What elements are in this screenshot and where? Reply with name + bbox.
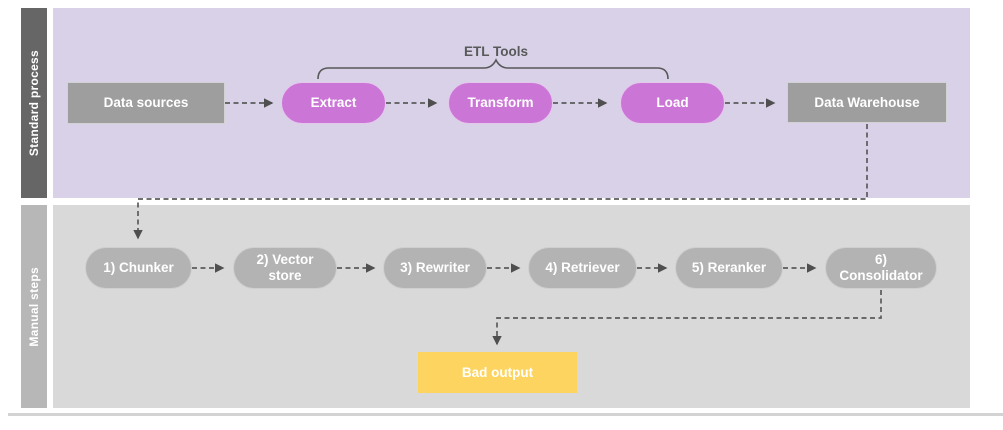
node-rewriter: 3) Rewriter — [383, 247, 487, 289]
node-retriever: 4) Retriever — [528, 247, 637, 289]
lane-header-standard-process: Standard process — [21, 8, 47, 198]
node-reranker: 5) Reranker — [675, 247, 783, 289]
node-transform: Transform — [448, 82, 553, 124]
node-load: Load — [620, 82, 725, 124]
node-extract: Extract — [281, 82, 386, 124]
lane-label-manual-steps: Manual steps — [27, 266, 41, 347]
node-bad-output: Bad output — [418, 352, 577, 393]
node-consolidator: 6) Consolidator — [825, 247, 937, 289]
bottom-divider-line — [8, 413, 1003, 416]
node-vector-store: 2) Vector store — [233, 247, 337, 289]
lane-header-manual-steps: Manual steps — [21, 205, 47, 408]
node-data-sources: Data sources — [67, 82, 225, 124]
lane-label-standard-process: Standard process — [27, 49, 41, 157]
node-chunker: 1) Chunker — [85, 247, 192, 289]
node-data-warehouse: Data Warehouse — [787, 82, 947, 123]
etl-tools-label: ETL Tools — [464, 44, 528, 59]
